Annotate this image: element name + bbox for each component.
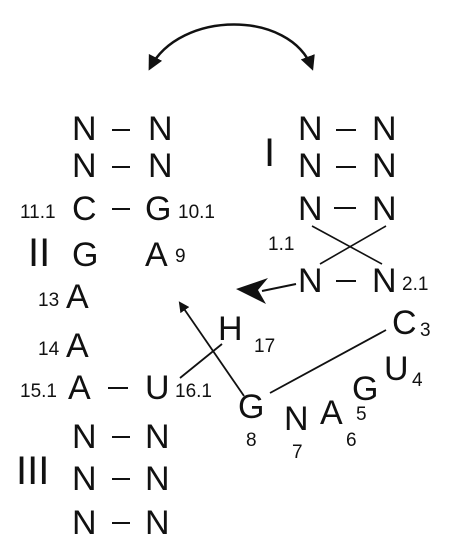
stem-ii-base: N bbox=[72, 110, 97, 148]
stem-i-base: N bbox=[372, 262, 397, 300]
stem-i-base: N bbox=[372, 190, 397, 228]
base-number: 13 bbox=[38, 290, 59, 311]
cleavage-arrow-icon bbox=[236, 278, 268, 304]
stem-ii-base-c: C bbox=[72, 190, 97, 228]
stem-i-base: N bbox=[372, 147, 397, 185]
core-base: C bbox=[392, 304, 417, 342]
backbone-line bbox=[261, 283, 297, 292]
stem-ii-base: N bbox=[148, 110, 173, 148]
base-number: 2.1 bbox=[402, 274, 428, 295]
base-number: 6 bbox=[346, 430, 357, 451]
stem-ii-label: II bbox=[28, 231, 50, 275]
stem-i-base: N bbox=[298, 147, 323, 185]
stem-ii: N N N N 11.1 C G 10.1 II G A 9 bbox=[20, 110, 215, 275]
stem-ii-base-g: G bbox=[145, 190, 171, 228]
stem-iii-label: III bbox=[16, 449, 49, 493]
core-base-h17: H bbox=[218, 310, 243, 348]
base-number: 3 bbox=[420, 320, 431, 341]
stem-iii-base: N bbox=[72, 460, 97, 498]
loop-base: A bbox=[66, 327, 89, 365]
stem-iii-base: N bbox=[72, 504, 97, 542]
stem-i: I N N N N N N 1.1 N N 2.1 bbox=[264, 110, 428, 300]
backbone-line bbox=[269, 329, 387, 394]
catalytic-core: C 3 U 4 G 5 A 6 N 7 G 8 H 17 bbox=[218, 304, 431, 463]
stem-ii-base: N bbox=[148, 147, 173, 185]
backbone-line bbox=[319, 225, 387, 265]
base-number: 14 bbox=[38, 339, 60, 360]
stem-iii-base: N bbox=[145, 504, 170, 542]
stem-ii-bulge-base: A bbox=[145, 236, 168, 274]
base-number: 4 bbox=[412, 370, 423, 391]
stem-ii-bulge-base: G bbox=[72, 236, 98, 274]
base-number: 17 bbox=[254, 336, 275, 357]
loop-base: A bbox=[66, 278, 89, 316]
base-number: 5 bbox=[356, 404, 367, 425]
stem-i-base: N bbox=[298, 262, 323, 300]
stem-i-base: N bbox=[298, 190, 323, 228]
base-number: 16.1 bbox=[175, 381, 212, 402]
base-number: 9 bbox=[175, 246, 186, 267]
stem-iii-base: N bbox=[145, 460, 170, 498]
stem-i-base: N bbox=[372, 110, 397, 148]
base-number: 8 bbox=[246, 430, 257, 451]
loop-left: 13 A 14 A bbox=[38, 278, 89, 365]
base-number: 7 bbox=[292, 442, 303, 463]
core-base: A bbox=[320, 394, 343, 432]
core-base: N bbox=[284, 400, 309, 438]
stem-i-label: I bbox=[264, 131, 275, 175]
base-number: 15.1 bbox=[20, 381, 57, 402]
stem-iii: 15.1 A U 16.1 N N III N N N N bbox=[16, 369, 212, 542]
stem-ii-base: N bbox=[72, 147, 97, 185]
stem-iii-base: N bbox=[145, 418, 170, 456]
base-number: 1.1 bbox=[268, 234, 294, 255]
backbone-line bbox=[179, 343, 223, 379]
core-base: U bbox=[384, 350, 409, 388]
stem-iii-base-a: A bbox=[68, 369, 91, 407]
backbone-line bbox=[311, 225, 383, 265]
swap-arrow bbox=[148, 23, 315, 71]
core-base: G bbox=[352, 370, 378, 408]
backbone-arrow bbox=[178, 301, 245, 397]
stem-i-base: N bbox=[298, 110, 323, 148]
base-number: 11.1 bbox=[20, 202, 56, 223]
base-number: 10.1 bbox=[178, 202, 215, 223]
stem-iii-base-u: U bbox=[145, 369, 170, 407]
stem-iii-base: N bbox=[72, 418, 97, 456]
